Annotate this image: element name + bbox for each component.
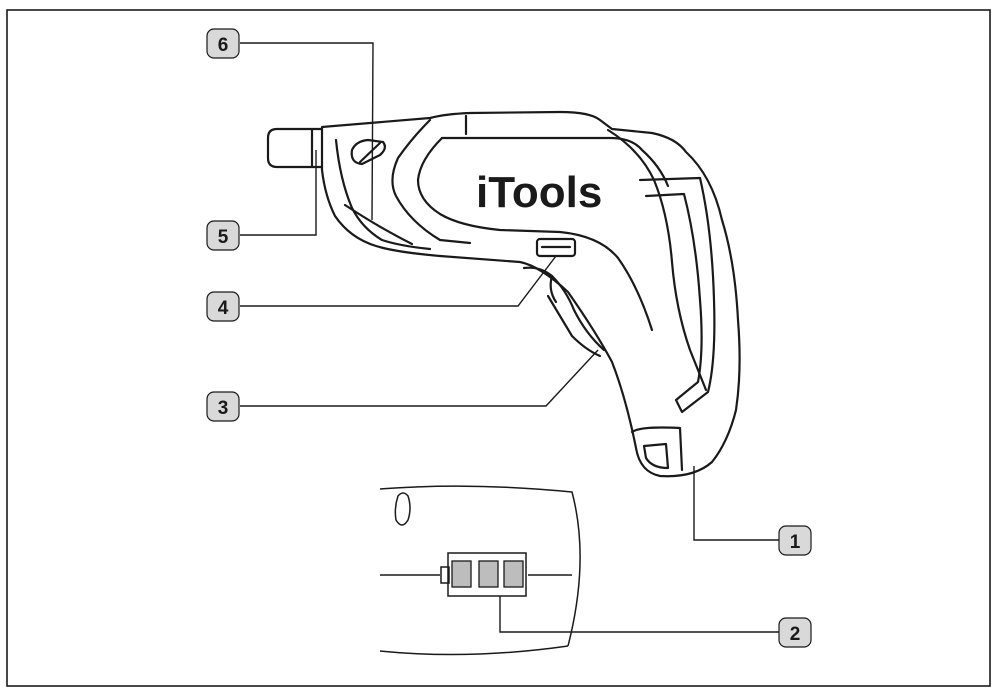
- vent-slot-line: [358, 141, 382, 164]
- charging-port: [642, 442, 670, 470]
- handle-grip-panel: [638, 176, 716, 414]
- battery-terminal: [440, 566, 450, 584]
- trigger-front: [549, 274, 558, 304]
- trigger-edge: [546, 294, 602, 358]
- battery-segment: [503, 560, 524, 588]
- callout-number: 1: [790, 532, 801, 553]
- callout-badge: [778, 525, 812, 556]
- callout-badge: [206, 291, 240, 322]
- callout-number: 3: [218, 398, 229, 419]
- handle-base: [630, 426, 684, 472]
- shell-ridge-2: [440, 136, 670, 188]
- leader-lines: [240, 42, 780, 633]
- leader-line-3: [240, 349, 599, 407]
- battery-indicator-frame: [447, 552, 527, 597]
- head-contour-2: [343, 203, 414, 246]
- brand-logo: iTools: [476, 168, 602, 217]
- callout-number: 2: [790, 624, 801, 645]
- trigger-top: [522, 266, 606, 352]
- bit-holder: [266, 127, 324, 169]
- callout-number: 5: [218, 227, 229, 248]
- battery-level-segments: [451, 560, 524, 588]
- leader-line-2: [499, 596, 780, 633]
- callout-badge: [206, 220, 240, 251]
- callout-6: 6: [206, 28, 240, 59]
- callout-badge: [206, 391, 240, 422]
- leader-line-6: [240, 42, 374, 221]
- vent-slot: [350, 138, 387, 166]
- detail-housing-bottom: [379, 645, 569, 656]
- screwdriver-illustration: [266, 110, 741, 478]
- head-contour: [334, 138, 432, 251]
- callout-5: 5: [206, 220, 240, 251]
- detail-led-window: [394, 492, 411, 526]
- battery-segment: [451, 560, 472, 588]
- callout-3: 3: [206, 391, 240, 422]
- callout-badge: [206, 28, 240, 59]
- shell-ridge-3: [416, 136, 654, 332]
- battery-indicator-detail: [379, 485, 581, 656]
- battery-segment: [478, 560, 499, 588]
- callout-1: 1: [778, 525, 812, 556]
- callout-badge: [778, 617, 812, 648]
- callout-number: 6: [218, 35, 229, 56]
- shell-ridge-1: [391, 118, 472, 245]
- leader-line-4: [240, 255, 557, 307]
- callout-2: 2: [778, 617, 812, 648]
- body-outline: [320, 110, 741, 478]
- callout-number: 4: [218, 298, 229, 319]
- callout-4: 4: [206, 291, 240, 322]
- handle-contour-1: [606, 128, 708, 392]
- detail-housing-top: [379, 485, 581, 647]
- leader-line-5: [240, 150, 317, 236]
- page-border: [6, 9, 991, 687]
- leader-line-1: [693, 466, 780, 541]
